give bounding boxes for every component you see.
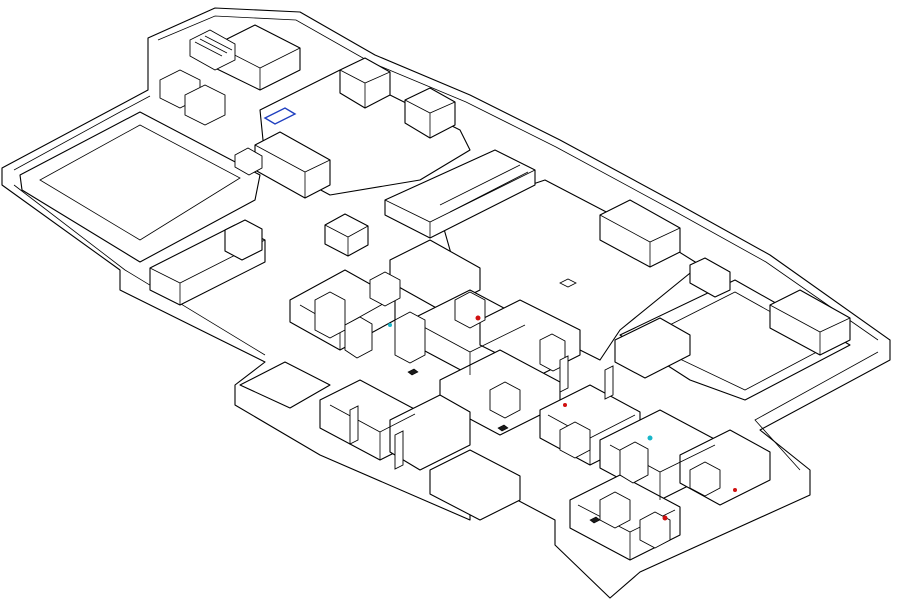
markers <box>263 107 737 521</box>
blue-marker <box>263 107 297 125</box>
door-panel-3 <box>559 355 569 393</box>
door-panel-1 <box>349 405 359 445</box>
cabinet-12 <box>639 511 671 549</box>
detail-dark-3 <box>589 516 601 524</box>
red-marker-1 <box>475 315 481 321</box>
red-marker-2 <box>563 403 567 407</box>
west-wing-box <box>224 219 263 261</box>
bar-block-center <box>384 149 536 239</box>
cabinet-9 <box>619 441 649 484</box>
detail-dark-2 <box>497 424 509 432</box>
east-block-2 <box>689 257 731 298</box>
red-marker-3 <box>662 515 668 521</box>
cabinet-2 <box>344 316 373 359</box>
red-marker-4 <box>733 488 737 492</box>
cabinet-1 <box>314 291 346 339</box>
west-courtyard <box>19 111 261 263</box>
east-block-4 <box>614 317 691 379</box>
courtyards <box>19 69 851 409</box>
cabinet-4 <box>369 271 401 307</box>
door-panel-4 <box>604 365 614 400</box>
interior-room-g <box>389 394 471 471</box>
east-block-1 <box>599 199 681 268</box>
door-panel-2 <box>394 430 404 470</box>
cabinet-8 <box>559 421 591 459</box>
small-south-courtyard <box>239 361 331 409</box>
cabinet-5 <box>454 291 486 329</box>
cyan-marker-1 <box>388 323 392 327</box>
detail-dark-1 <box>407 368 419 376</box>
cabinet-7 <box>489 381 521 419</box>
standalone-cube <box>324 213 369 257</box>
wall-blocks <box>149 24 851 379</box>
cabinet-3 <box>394 311 426 364</box>
east-block-3 <box>769 289 851 356</box>
fixture-nw-3 <box>234 147 263 176</box>
cyan-marker-2 <box>647 435 653 441</box>
cabinet-11 <box>689 461 721 497</box>
interior-room-l <box>429 449 521 521</box>
fixture-nw-2 <box>184 84 226 126</box>
cabinet-10 <box>599 491 631 529</box>
fixtures <box>159 29 721 549</box>
